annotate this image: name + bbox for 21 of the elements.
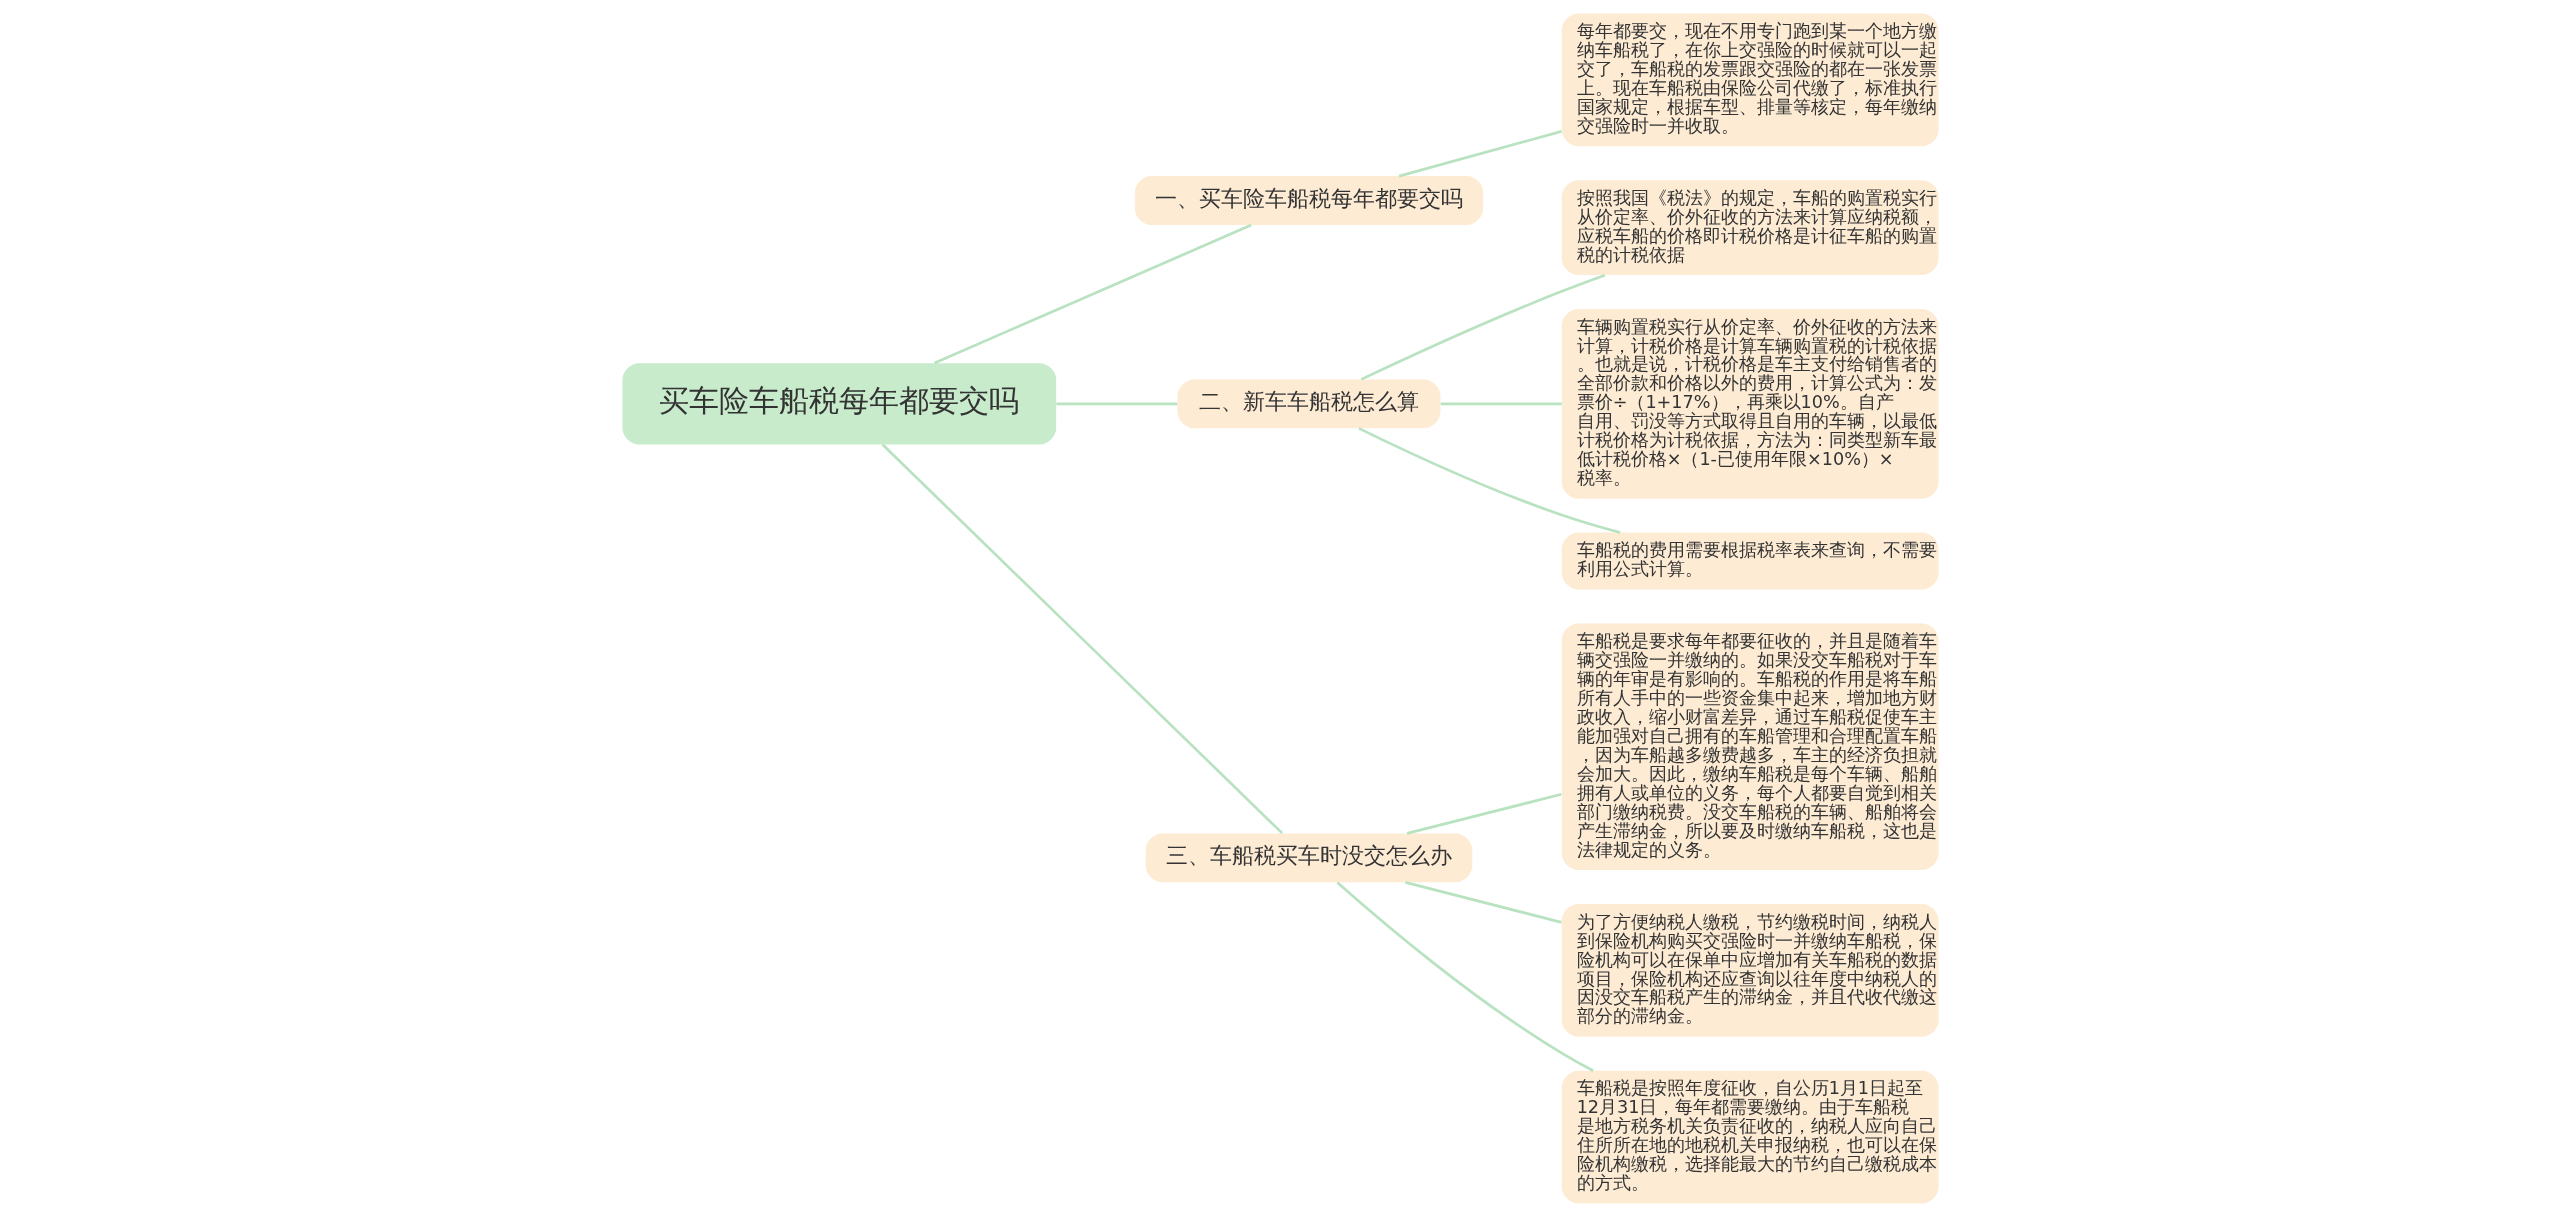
- connector: [1440, 402, 1562, 406]
- node-box: 按照我国《税法》的规定，车船的购置税实行从价定率、价外征收的方法来计算应纳税额，应税车船的价格即计税价格是计征车船的购置税的计税依据: [1561, 180, 1939, 276]
- node-box: 车船税是要求每年都要征收的，并且是随着车辆交强险一并缴纳的。如果没交车船税对于车辆的年审是有影响的。车船税的作用是将车船所有人手中的一些资金集中起来，增加地方财政收入，缩小财富差异，通过车船税促使车主能加强对自己拥有的车船管理和合理配置车船，因为车船越多缴费越多，车主的经济负担就会加大。因此，缴纳车船税是每个车辆、船舶拥有人或单位的义务，每个人都要自觉到相关部门缴纳税费。没交车船税的车辆、船舶将会产生滞纳金，所以要及时缴纳车船税，这也是法律规定的义务。: [1561, 623, 1939, 871]
- connector: [1360, 273, 1605, 381]
- node-box: 车船税是按照年度征收，自公历1月1日起至12月31日，每年都需要缴纳。由于车船税是地方税务机关负责征收的，纳税人应向自己住所所在地的地税机关申报纳税，也可以在保险机构缴税，选择能最大的节约自己缴税成本的方式。: [1561, 1070, 1939, 1204]
- node-box: 为了方便纳税人缴税，节约缴税时间，纳税人到保险机构购买交强险时一并缴纳车船税，保险机构可以在保单中应增加有关车船税的数据项目，保险机构还应查询以往年度中纳税人的因没交车船税产生的滞纳金，并且代收代缴这部分的滞纳金。: [1561, 904, 1939, 1037]
- connector: [881, 443, 1283, 835]
- connector: [933, 223, 1252, 365]
- connector: [1404, 881, 1562, 924]
- connector: [1357, 427, 1621, 534]
- node-box: 一、买车险车船税每年都要交吗: [1134, 176, 1483, 225]
- node-box: 三、车船税买车时没交怎么办: [1145, 833, 1472, 883]
- node-box: 每年都要交，现在不用专门跑到某一个地方缴纳车船税了，在你上交强险的时候就可以一起交了，车船税的发票跟交强险的都在一张发票上。现在车船税由保险公司代缴了，标准执行国家规定，根据车型、排量等核定，每年缴纳交强险时一并收取。: [1561, 13, 1939, 147]
- node-box: 车船税的费用需要根据税率表来查询，不需要利用公式计算。: [1561, 532, 1939, 590]
- connector: [1406, 792, 1562, 835]
- connector: [1055, 402, 1177, 406]
- node-box: 买车险车船税每年都要交吗: [621, 363, 1056, 445]
- connector: [1336, 881, 1594, 1072]
- node-box: 二、新车车船税怎么算: [1177, 379, 1440, 429]
- connector: [1398, 130, 1562, 178]
- node-box: 车辆购置税实行从价定率、价外征收的方法来计算，计税价格是计算车辆购置税的计税依据。也就是说，计税价格是车主支付给销售者的全部价款和价格以外的费用，计算公式为：发票价÷（1+17%），再乘以10%。自产自用、罚没等方式取得且自用的车辆，以最低计税价格为计税依据，方法为：同类型新车最低计税价格×（1-已使用年限×10%）×税率。: [1561, 308, 1939, 499]
